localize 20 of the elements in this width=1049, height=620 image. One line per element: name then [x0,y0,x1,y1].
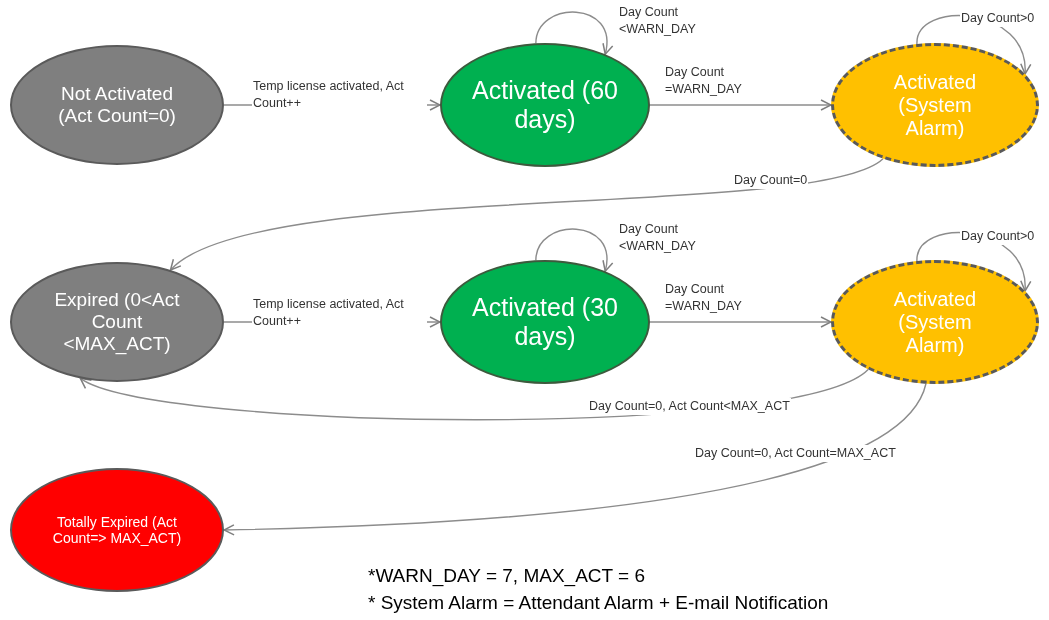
arrow [223,383,927,536]
alarm-state-ellipse: Activated (System Alarm) [831,43,1039,167]
edge-label: Day Count=0, Act Count=MAX_ACT [694,445,897,462]
arrow [649,99,832,111]
state-ellipse: Not Activated (Act Count=0) [10,45,224,165]
arrow [535,228,613,272]
arrow [535,11,613,55]
edge-label: Day Count=0, Act Count<MAX_ACT [588,398,791,415]
state-ellipse: Totally Expired (Act Count=> MAX_ACT) [10,468,224,592]
edge-label: Day Count=0 [733,172,809,189]
footnote: * System Alarm = Attendant Alarm + E-mail Notification [368,591,829,615]
edge-label: Day Count>0 [960,228,1036,245]
arrow [649,316,832,328]
arrow [169,158,884,271]
state-ellipse: Activated (30 days) [440,260,650,384]
alarm-state-ellipse: Activated (System Alarm) [831,260,1039,384]
state-ellipse: Activated (60 days) [440,43,650,167]
state-ellipse: Expired (0<Act Count <MAX_ACT) [10,262,224,382]
edge-label: Day Count>0 [960,10,1036,27]
footnote: *WARN_DAY = 7, MAX_ACT = 6 [368,564,646,589]
